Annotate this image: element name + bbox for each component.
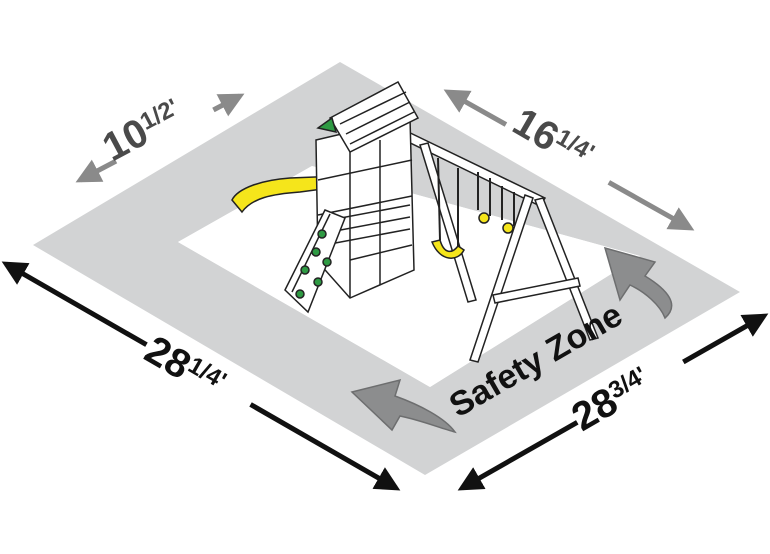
tower-roof [328, 80, 420, 153]
a-frame-cross [492, 277, 581, 304]
play-area [178, 166, 640, 387]
roof-flag [316, 116, 338, 134]
swing-seat [430, 239, 465, 259]
